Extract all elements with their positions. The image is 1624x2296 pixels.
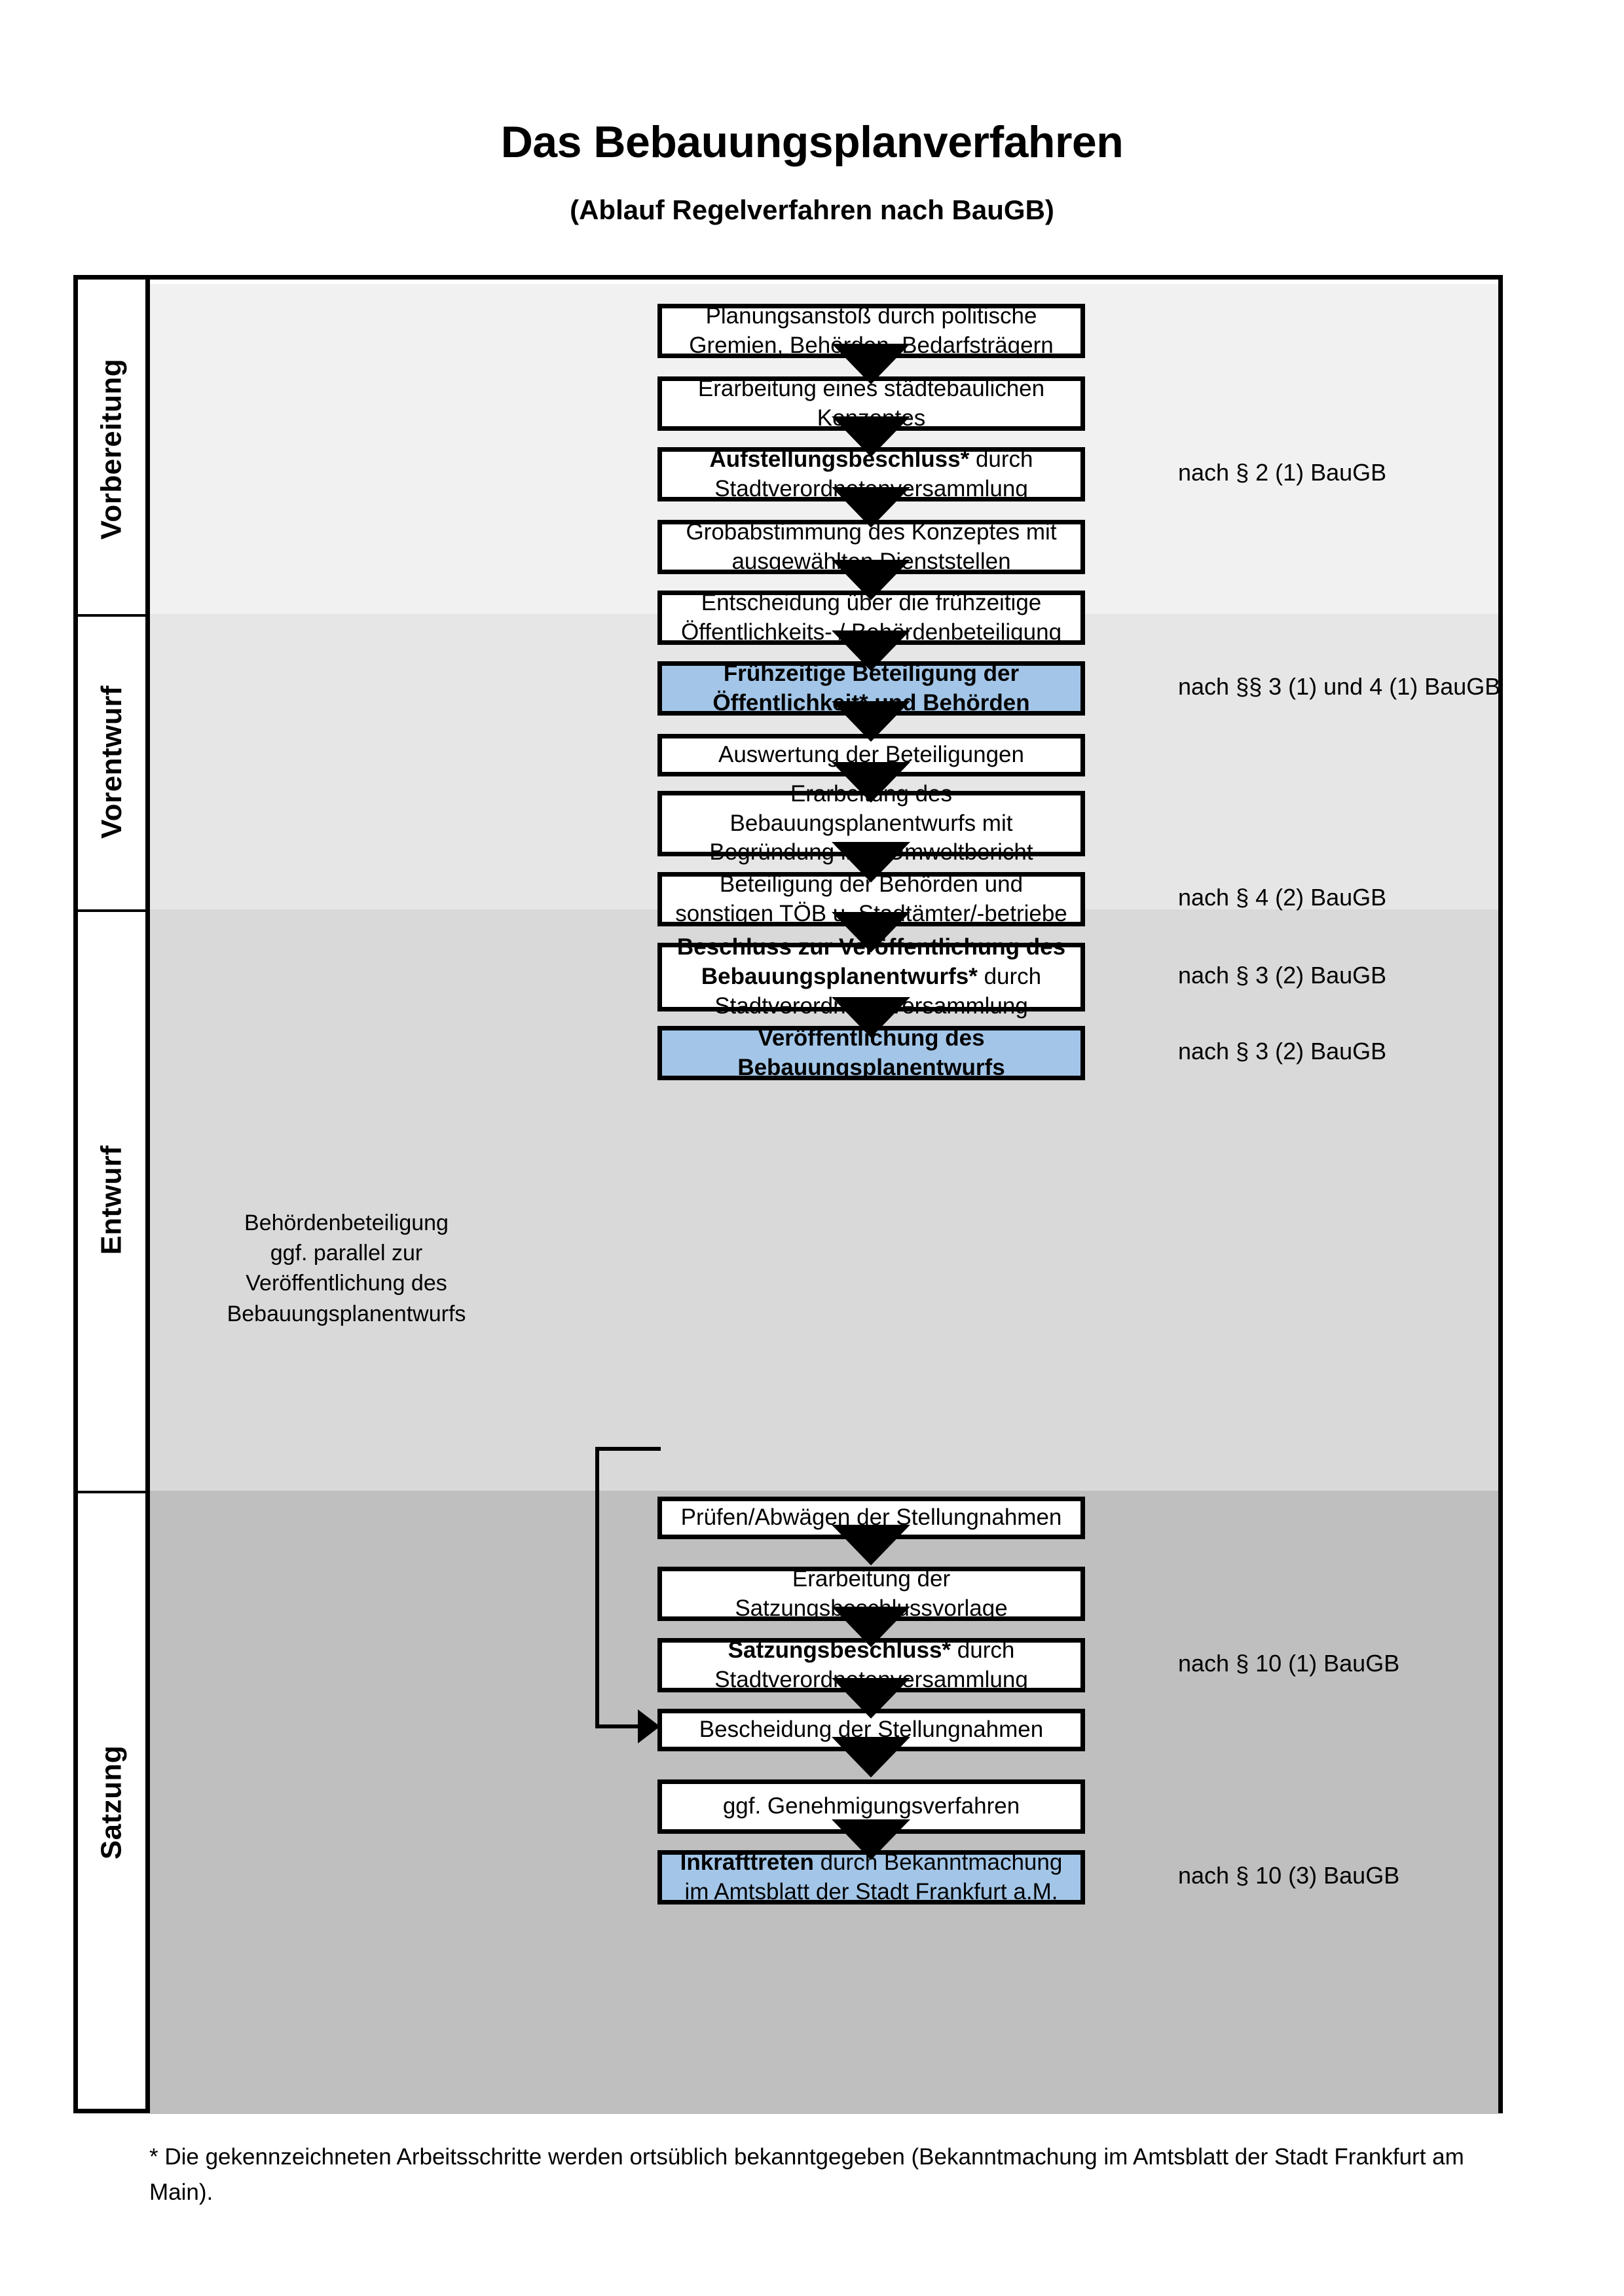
- process-step-line: Planungsanstoß durch politische: [705, 302, 1037, 329]
- phase-label-vorbereitung: Vorbereitung: [78, 284, 145, 614]
- phase-separator-3: [78, 1491, 150, 1493]
- phase-label-satzung: Satzung: [78, 1491, 145, 2114]
- legal-reference: nach § 10 (3) BauGB: [1178, 1861, 1400, 1889]
- process-step-line: Satzungsbeschluss* durch: [728, 1637, 1015, 1663]
- legal-reference: nach § 3 (2) BauGB: [1178, 1037, 1387, 1065]
- flow-arrow-down-icon: [832, 487, 910, 528]
- phase-label-entwurf: Entwurf: [78, 909, 145, 1491]
- process-step-line: ggf. Genehmigungsverfahren: [722, 1793, 1020, 1819]
- label-column-divider: [145, 280, 150, 2109]
- phase-label-text: Vorbereitung: [95, 358, 128, 540]
- side-note-line: Veröffentlichung des: [246, 1271, 447, 1296]
- flow-arrow-down-icon: [832, 997, 910, 1038]
- side-note-line: Behördenbeteiligung: [244, 1211, 449, 1235]
- legal-reference: nach § 4 (2) BauGB: [1178, 883, 1387, 911]
- side-note-line: Bebauungsplanentwurfs: [227, 1301, 466, 1326]
- flow-arrow-down-icon: [832, 1737, 910, 1777]
- process-step-line: Bebauungsplanentwurfs* durch: [701, 964, 1042, 990]
- side-note-line: ggf. parallel zur: [270, 1241, 423, 1266]
- flow-arrow-down-icon: [832, 1678, 910, 1719]
- phase-label-vorentwurf: Vorentwurf: [78, 614, 145, 909]
- flow-arrow-down-icon: [832, 630, 910, 671]
- phase-label-text: Satzung: [95, 1745, 128, 1860]
- process-step-line: Bebauungsplanentwurfs: [737, 1054, 1005, 1080]
- process-step-line: im Amtsblatt der Stadt Frankfurt a.M.: [684, 1878, 1058, 1904]
- process-step-line: Inkrafttreten durch Bekanntmachung: [680, 1849, 1063, 1875]
- flow-arrow-down-icon: [832, 762, 910, 803]
- legal-reference: nach § 10 (1) BauGB: [1178, 1649, 1400, 1677]
- page-title: Das Bebauungsplanverfahren: [500, 117, 1124, 167]
- process-step-line: Erarbeitung der: [792, 1565, 951, 1592]
- legal-reference: nach § 3 (2) BauGB: [1178, 961, 1387, 989]
- flow-arrow-down-icon: [832, 560, 910, 600]
- flow-arrow-down-icon: [832, 416, 910, 457]
- flow-arrow-down-icon: [832, 701, 910, 742]
- flow-arrow-down-icon: [832, 912, 910, 953]
- legal-reference: nach § 2 (1) BauGB: [1178, 458, 1387, 486]
- phase-label-text: Vorentwurf: [95, 685, 128, 839]
- flow-arrow-down-icon: [832, 842, 910, 883]
- legal-reference: nach §§ 3 (1) und 4 (1) BauGB: [1178, 672, 1501, 700]
- phase-separator-2: [78, 909, 150, 912]
- feedback-connector-arrowhead-icon: [638, 1709, 660, 1743]
- flow-arrow-down-icon: [832, 344, 910, 384]
- title-block: Das Bebauungsplanverfahren (Ablauf Regel…: [0, 118, 1624, 226]
- process-step-box[interactable]: Inkrafttreten durch Bekanntmachung im Amt…: [657, 1850, 1085, 1904]
- feedback-connector-bottom-segment: [595, 1724, 642, 1728]
- footnote: * Die gekennzeichneten Arbeitsschritte w…: [149, 2144, 1464, 2206]
- flow-arrow-down-icon: [832, 1525, 910, 1565]
- phase-separator-1: [78, 614, 150, 617]
- flow-arrow-down-icon: [832, 1819, 910, 1860]
- feedback-connector-vertical-segment: [595, 1447, 599, 1728]
- process-step-line: Bebauungsplanentwurfs mit: [729, 810, 1013, 836]
- feedback-connector-top-segment: [595, 1447, 661, 1451]
- flow-arrow-down-icon: [832, 1607, 910, 1647]
- phase-label-text: Entwurf: [95, 1145, 128, 1255]
- page-subtitle: (Ablauf Regelverfahren nach BauGB): [570, 194, 1054, 225]
